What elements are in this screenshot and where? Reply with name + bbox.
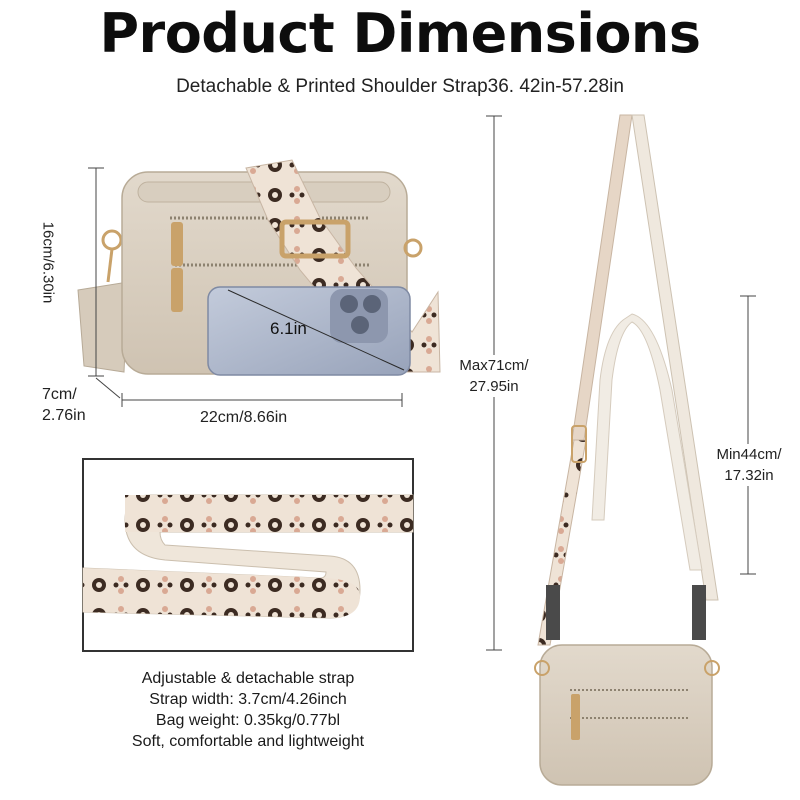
- strap-length-subtitle: Detachable & Printed Shoulder Strap36. 4…: [176, 76, 624, 97]
- width-label: 22cm/8.66in: [200, 409, 288, 426]
- strap-closeup-frame: [82, 458, 414, 652]
- feature-item: Strap width: 3.7cm/4.26inch: [149, 691, 347, 708]
- page-title: Product Dimensions: [99, 2, 701, 65]
- side-bag-illustration: [534, 114, 720, 786]
- max-length-label: Max71cm/ 27.95in: [448, 355, 540, 397]
- feature-item: Adjustable & detachable strap: [141, 670, 355, 687]
- feature-item: Bag weight: 0.35kg/0.77bl: [155, 712, 341, 729]
- height-label: 16cm/6.30in: [39, 221, 57, 304]
- strap-closeup-illustration: [82, 494, 414, 619]
- phone-size-label: 6.1in: [270, 319, 307, 338]
- depth-label: 7cm/ 2.76in: [42, 386, 86, 424]
- dimension-lines-front: [88, 167, 403, 407]
- front-bag-illustration: [77, 159, 441, 376]
- feature-item: Soft, comfortable and lightweight: [131, 733, 365, 750]
- feature-list: Adjustable & detachable strap Strap widt…: [83, 668, 413, 752]
- min-length-label: Min44cm/ 17.32in: [706, 444, 792, 486]
